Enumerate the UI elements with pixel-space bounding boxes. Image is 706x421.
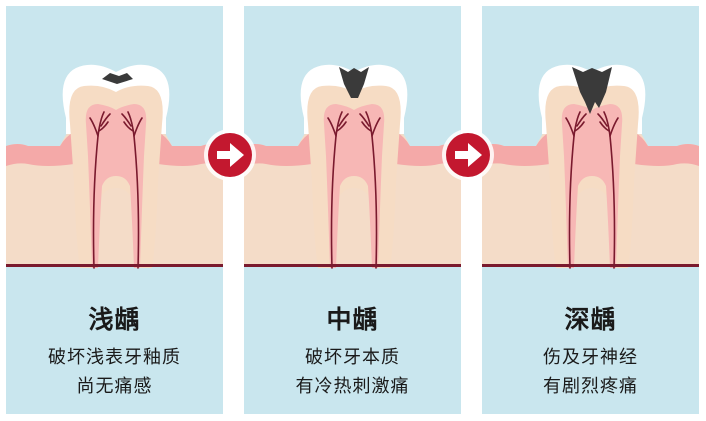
tooth-cross-section-icon [482, 64, 699, 269]
stage-description-line-1: 破坏浅表牙釉质 [48, 347, 181, 368]
tooth-cross-section-icon [244, 64, 461, 269]
stage-title: 浅龋 [88, 305, 141, 334]
stage-title: 中龋 [326, 305, 379, 334]
tooth-cross-section-icon [6, 64, 223, 269]
stage-description-line-1: 破坏牙本质 [305, 347, 400, 368]
stage-description-line-1: 伤及牙神经 [543, 347, 638, 368]
stage-description-line-2: 有冷热刺激痛 [295, 376, 410, 397]
stage-caption: 深龋 伤及牙神经 有剧烈疼痛 [482, 280, 699, 414]
stage-panel-medium: 中龋 破坏牙本质 有冷热刺激痛 [244, 6, 461, 414]
stage-description-line-2: 有剧烈疼痛 [543, 376, 638, 397]
stage-caption: 中龋 破坏牙本质 有冷热刺激痛 [244, 280, 461, 414]
stage-panel-deep: 深龋 伤及牙神经 有剧烈疼痛 [482, 6, 699, 414]
right-arrow-icon [442, 129, 494, 181]
right-arrow-icon [204, 129, 256, 181]
stage-title: 深龋 [564, 305, 617, 334]
stage-panel-shallow: 浅龋 破坏浅表牙釉质 尚无痛感 [6, 6, 223, 414]
stage-description-line-2: 尚无痛感 [76, 376, 153, 397]
stage-caption: 浅龋 破坏浅表牙釉质 尚无痛感 [6, 280, 223, 414]
